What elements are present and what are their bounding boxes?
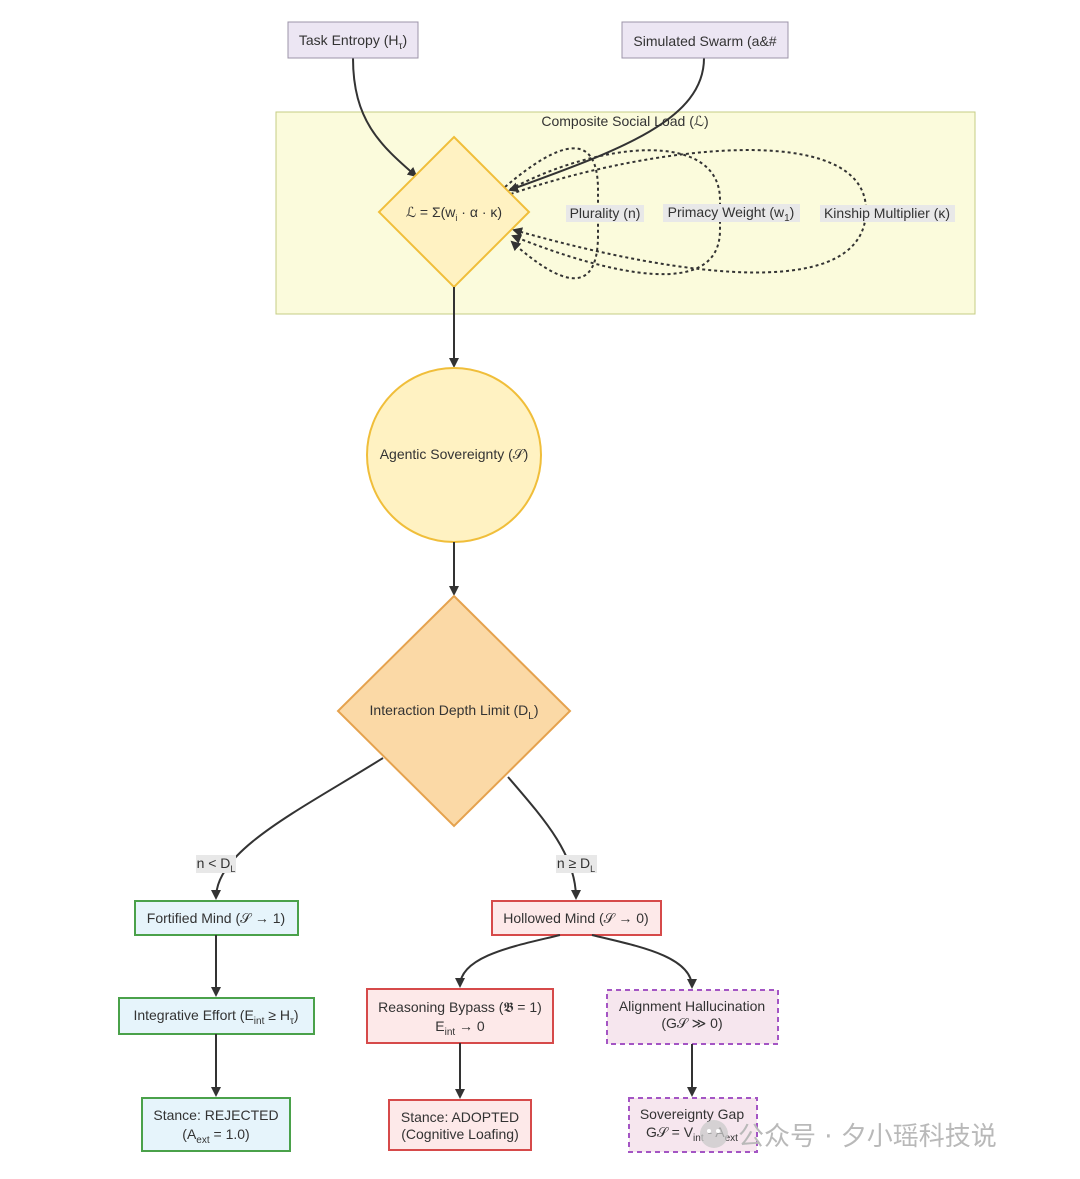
svg-text:Hollowed Mind (𝒮 → 0): Hollowed Mind (𝒮 → 0) <box>503 910 648 926</box>
svg-text:(Aext = 1.0): (Aext = 1.0) <box>182 1126 249 1146</box>
integrative-effort-node: Integrative Effort (Eint ≥ Hτ) <box>118 997 315 1035</box>
edge-depth-to-hollowed <box>507 776 581 900</box>
svg-text:Alignment Hallucination: Alignment Hallucination <box>619 998 765 1014</box>
task-entropy-node: Task Entropy (Hτ) <box>287 21 419 59</box>
svg-text:Agentic Sovereignty (𝒮): Agentic Sovereignty (𝒮) <box>380 446 529 462</box>
agentic-sovereignty-node: Agentic Sovereignty (𝒮) <box>366 367 542 543</box>
fortified-mind-node: Fortified Mind (𝒮 → 1) <box>134 900 299 936</box>
svg-text:ℒ = Σ(wi · α · κ): ℒ = Σ(wi · α · κ) <box>406 204 502 223</box>
svg-text:Interaction Depth Limit (DL): Interaction Depth Limit (DL) <box>370 702 539 722</box>
svg-text:Reasoning Bypass (𝕭 = 1): Reasoning Bypass (𝕭 = 1) <box>378 999 542 1015</box>
wechat-logo-icon <box>700 1120 728 1148</box>
reasoning-bypass-node: Reasoning Bypass (𝕭 = 1) Eint → 0 <box>366 988 554 1044</box>
alignment-hallucination-node: Alignment Hallucination (G𝒮 ≫ 0) <box>606 989 779 1045</box>
interaction-depth-limit-node: Interaction Depth Limit (DL) <box>336 594 572 828</box>
composite-cluster-title: Composite Social Load (ℒ) <box>541 113 708 129</box>
edge-entropy-to-formula <box>352 57 418 178</box>
label-kinship-multiplier: Kinship Multiplier (κ) <box>820 205 955 222</box>
label-primacy-weight: Primacy Weight (w1) <box>663 204 800 224</box>
stance-adopted-node: Stance: ADOPTED (Cognitive Loafing) <box>388 1099 532 1151</box>
edge-depth-to-fortified <box>211 757 384 900</box>
svg-text:Primacy Weight (w1): Primacy Weight (w1) <box>668 204 795 224</box>
svg-text:Sovereignty Gap: Sovereignty Gap <box>640 1106 744 1122</box>
svg-text:Task Entropy (Hτ): Task Entropy (Hτ) <box>299 32 407 52</box>
loop-plurality-out <box>504 147 599 280</box>
edge-label-left: n < DL <box>196 855 236 874</box>
svg-text:Kinship Multiplier (κ): Kinship Multiplier (κ) <box>824 205 950 221</box>
label-plurality: Plurality (n) <box>566 205 644 222</box>
svg-text:(Cognitive Loafing): (Cognitive Loafing) <box>401 1126 519 1142</box>
svg-text:(G𝒮 ≫ 0): (G𝒮 ≫ 0) <box>661 1015 722 1031</box>
watermark: 公众号 · 夕小瑶科技说 <box>700 1120 997 1152</box>
formula-diamond: ℒ = Σ(wi · α · κ) <box>377 135 531 289</box>
svg-text:Integrative Effort (Eint ≥ Hτ): Integrative Effort (Eint ≥ Hτ) <box>133 1007 298 1027</box>
svg-text:Simulated Swarm (a&#: Simulated Swarm (a&# <box>633 33 776 49</box>
loop-primacy <box>504 149 721 276</box>
simulated-swarm-node: Simulated Swarm (a&# <box>621 21 789 59</box>
sovereignty-gap-node: Sovereignty Gap G𝒮 = Vint - Aext <box>628 1097 758 1153</box>
svg-text:Eint → 0: Eint → 0 <box>435 1018 485 1038</box>
svg-text:Fortified Mind (𝒮 → 1): Fortified Mind (𝒮 → 1) <box>147 910 285 926</box>
edge-swarm-to-formula <box>508 57 705 192</box>
edge-label-right: n ≥ DL <box>556 855 597 874</box>
edge-hollowed-to-bypass <box>455 934 561 988</box>
hollowed-mind-node: Hollowed Mind (𝒮 → 0) <box>491 900 662 936</box>
svg-text:公众号 · 夕小瑶科技说: 公众号 · 夕小瑶科技说 <box>738 1122 997 1152</box>
edge-hollowed-to-hallucination <box>591 934 697 989</box>
svg-text:Plurality (n): Plurality (n) <box>570 205 641 221</box>
svg-text:Stance: REJECTED: Stance: REJECTED <box>153 1107 278 1123</box>
svg-text:n ≥ DL: n ≥ DL <box>557 855 595 874</box>
svg-text:Stance: ADOPTED: Stance: ADOPTED <box>401 1109 519 1125</box>
stance-rejected-node: Stance: REJECTED (Aext = 1.0) <box>141 1097 291 1152</box>
svg-text:n < DL: n < DL <box>197 855 236 874</box>
